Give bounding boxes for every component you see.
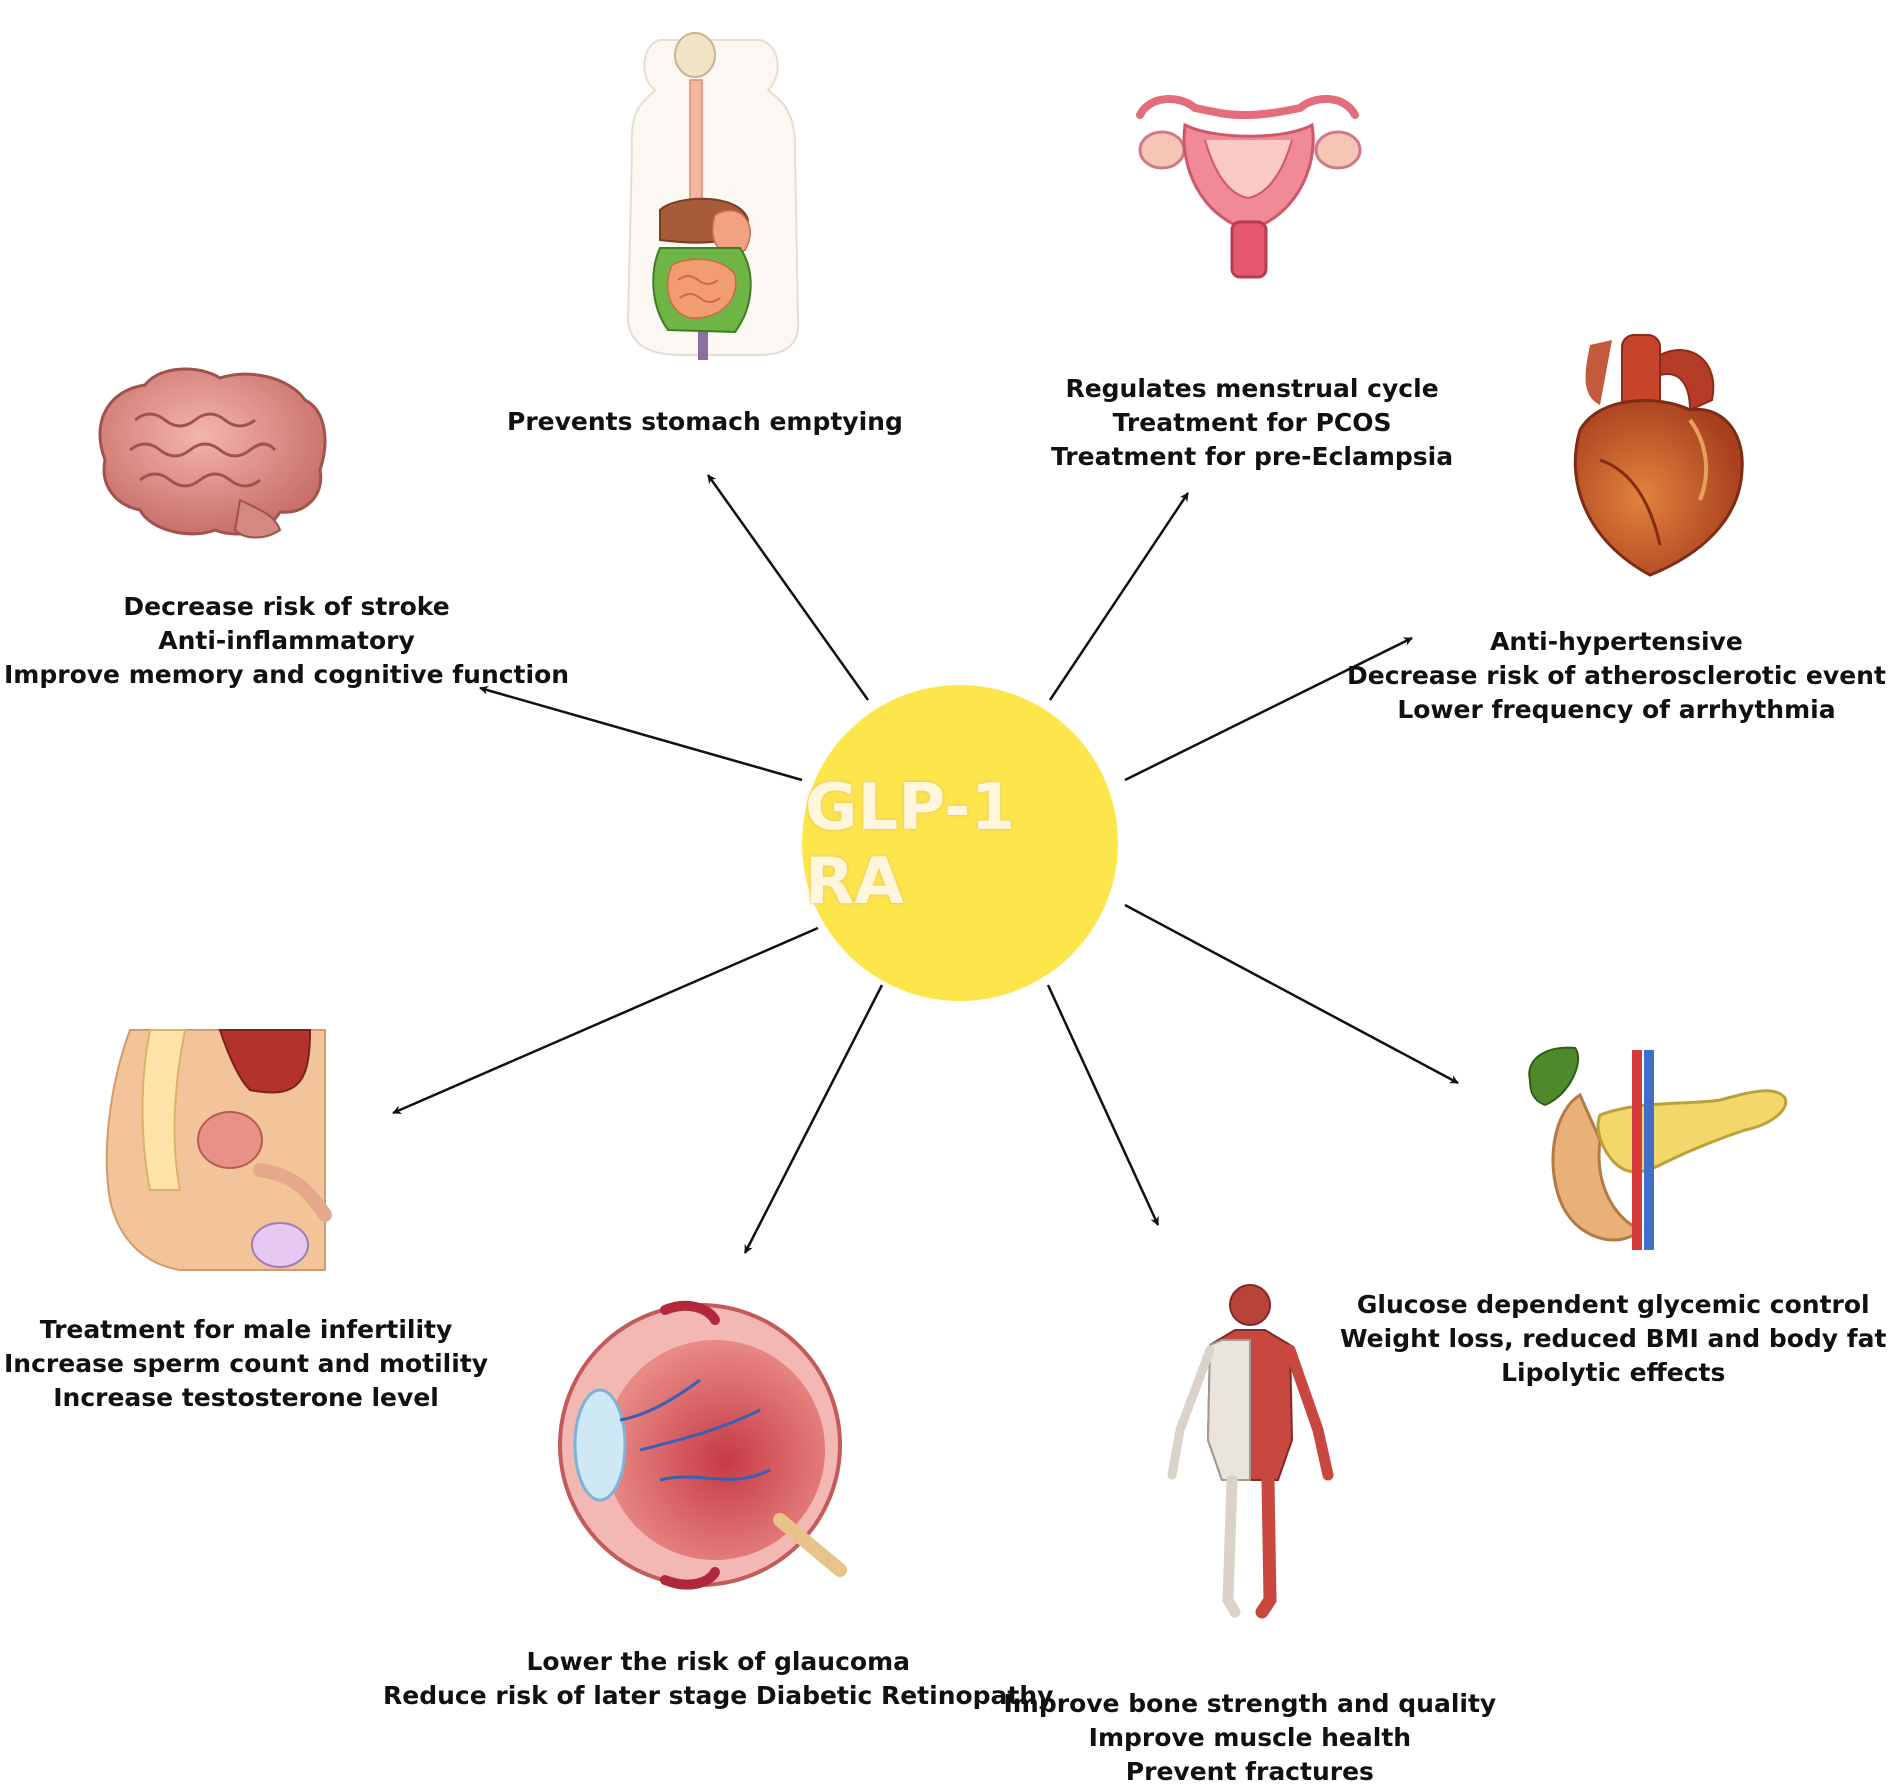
center-label: GLP-1 RA <box>805 771 1016 919</box>
arrow-heart <box>1124 636 1413 782</box>
label-line: Weight loss, reduced BMI and body fat <box>1340 1324 1887 1353</box>
label-line: Increase testosterone level <box>53 1383 439 1412</box>
label-line: Improve memory and cognitive function <box>4 660 570 689</box>
brain-icon <box>98 367 327 539</box>
label-line: Lipolytic effects <box>1501 1358 1726 1387</box>
label-line: Improve bone strength and quality <box>1003 1689 1497 1718</box>
arrow-eye <box>743 984 884 1254</box>
label-line: Lower frequency of arrhythmia <box>1397 695 1836 724</box>
uterus-icon <box>1136 94 1362 279</box>
label-line: Treatment for PCOS <box>1112 408 1392 437</box>
label-line: Improve muscle health <box>1088 1723 1412 1752</box>
male-reproductive-icon <box>105 1029 332 1271</box>
center-circle <box>802 685 1118 1001</box>
arrow-digestive <box>706 474 870 701</box>
label-line: Reduce risk of later stage Diabetic Reti… <box>383 1681 1054 1710</box>
label-line: Treatment for male infertility <box>39 1315 453 1344</box>
label-line: Regulates menstrual cycle <box>1065 374 1439 403</box>
arrow-musculoskeletal <box>1046 984 1160 1226</box>
label-line: Anti-inflammatory <box>158 626 415 655</box>
label-line: Decrease risk of stroke <box>123 592 450 621</box>
heart-icon <box>1573 334 1744 577</box>
arrows-group <box>392 474 1459 1254</box>
label-line: Decrease risk of atherosclerotic event <box>1347 661 1886 690</box>
label-digestive: Prevents stomach emptying <box>507 405 903 439</box>
pancreas-icon <box>1528 1046 1788 1250</box>
arrow-reproductive-female <box>1048 492 1190 701</box>
label-line: Treatment for pre-Eclampsia <box>1051 442 1454 471</box>
label-line: Prevent fractures <box>1125 1757 1374 1786</box>
label-line: Increase sperm count and motility <box>4 1349 489 1378</box>
arrow-reproductive-male <box>392 926 819 1115</box>
digestive-system-icon <box>626 32 800 360</box>
label-line: Prevents stomach emptying <box>507 407 903 436</box>
skeleton-muscle-icon <box>1167 1284 1334 1619</box>
label-line: Glucose dependent glycemic control <box>1356 1290 1870 1319</box>
arrow-pancreas <box>1124 903 1459 1085</box>
arrow-brain <box>479 685 803 782</box>
label-line: Lower the risk of glaucoma <box>526 1647 910 1676</box>
label-line: Anti-hypertensive <box>1490 627 1743 656</box>
eye-icon <box>558 1300 847 1590</box>
